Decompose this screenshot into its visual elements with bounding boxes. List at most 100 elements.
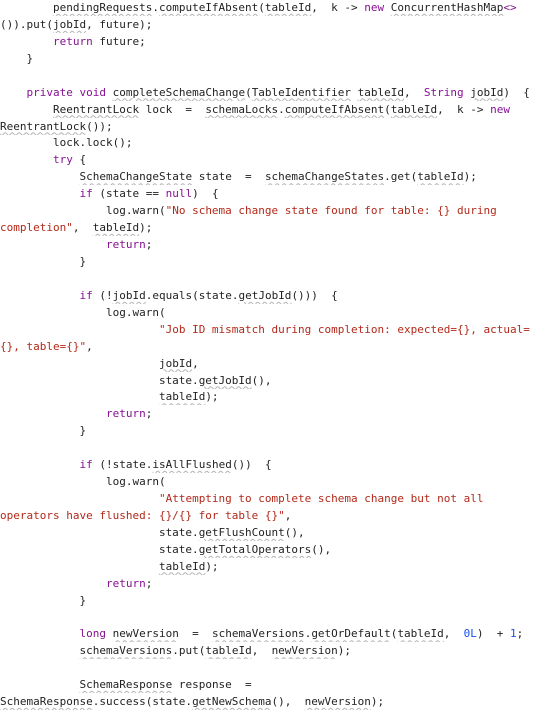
code-token: ) {	[503, 85, 530, 99]
code-line[interactable]: }	[0, 593, 546, 609]
code-token: (	[384, 102, 391, 116]
code-token: lock =	[139, 102, 206, 116]
code-line[interactable]: {}, table={}",	[0, 339, 546, 355]
code-line[interactable]: operators have flushed: {}/{} for table …	[0, 508, 546, 524]
code-token	[0, 357, 159, 370]
code-line[interactable]	[0, 271, 546, 287]
code-token: if	[79, 187, 93, 201]
code-token: ())) {	[291, 288, 338, 302]
code-token: computeIfAbsent	[284, 102, 385, 116]
code-token: 0L	[463, 627, 477, 641]
code-token	[0, 35, 53, 48]
code-line[interactable]: log.warn(	[0, 305, 546, 321]
code-line[interactable]: ReentrantLock lock = schemaLocks.compute…	[0, 102, 546, 118]
code-token: schemaLocks	[205, 102, 279, 116]
code-token: computeIfAbsent	[158, 1, 259, 14]
code-line[interactable]: pendingRequests.computeIfAbsent(tableId,…	[0, 0, 546, 16]
code-token: ());	[86, 119, 113, 133]
code-line[interactable]: schemaVersions.put(tableId, newVersion);	[0, 643, 546, 659]
code-line[interactable]: log.warn(	[0, 474, 546, 490]
code-line[interactable]	[0, 610, 546, 626]
code-token	[0, 644, 79, 657]
code-line[interactable]: state.getJobId(),	[0, 373, 546, 389]
code-line[interactable]	[0, 660, 546, 676]
code-token: void	[79, 85, 106, 99]
code-line[interactable]: SchemaResponse response =	[0, 677, 546, 693]
code-token: "No schema change state found for table:…	[165, 204, 497, 218]
code-line[interactable]: if (!state.isAllFlushed()) {	[0, 457, 546, 473]
code-token: state =	[192, 170, 265, 184]
code-token: }	[0, 254, 87, 268]
code-token: jobId	[158, 356, 193, 370]
code-line[interactable]: try {	[0, 152, 546, 168]
code-token: if	[79, 458, 93, 472]
code-token: =	[178, 627, 212, 641]
code-token: state.	[0, 373, 199, 387]
code-line[interactable]: completion", tableId);	[0, 220, 546, 236]
code-token: SchemaChangeState	[79, 170, 193, 184]
code-line[interactable]: if (!jobId.equals(state.getJobId())) {	[0, 288, 546, 304]
code-token	[0, 560, 159, 573]
code-line[interactable]: long newVersion = schemaVersions.getOrDe…	[0, 626, 546, 642]
code-token: state.	[0, 525, 199, 539]
code-line[interactable]: private void completeSchemaChange(TableI…	[0, 85, 546, 101]
code-line[interactable]: state.getFlushCount(),	[0, 525, 546, 541]
code-token: ReentrantLock	[0, 119, 87, 133]
code-line[interactable]: SchemaResponse.success(state.getNewSchem…	[0, 694, 546, 710]
code-line[interactable]: lock.lock();	[0, 135, 546, 151]
code-line[interactable]: }	[0, 254, 546, 270]
code-token: return	[52, 34, 93, 48]
code-line[interactable]: log.warn("No schema change state found f…	[0, 203, 546, 219]
code-token: }	[0, 424, 87, 438]
code-line[interactable]: "Attempting to complete schema change bu…	[0, 491, 546, 507]
code-token	[0, 238, 106, 251]
code-line[interactable]: "Job ID mismatch during completion: expe…	[0, 322, 546, 338]
code-line[interactable]: return;	[0, 237, 546, 253]
code-token: .equals(state.	[145, 288, 239, 302]
code-line[interactable]: ReentrantLock());	[0, 119, 546, 135]
code-line[interactable]: tableId);	[0, 389, 546, 405]
code-token: ) {	[192, 187, 219, 201]
code-token: lock.lock();	[0, 136, 133, 150]
code-token: log.warn(	[0, 305, 166, 319]
code-token: ) +	[476, 627, 511, 641]
code-token: schemaChangeStates	[264, 170, 385, 184]
code-line[interactable]: state.getTotalOperators(),	[0, 542, 546, 558]
code-line[interactable]: ()).put(jobId, future);	[0, 17, 546, 33]
code-line[interactable]: return;	[0, 576, 546, 592]
code-line[interactable]: SchemaChangeState state = schemaChangeSt…	[0, 169, 546, 185]
code-line[interactable]	[0, 68, 546, 84]
code-token	[106, 627, 113, 640]
code-token	[384, 1, 391, 14]
code-token: tableId	[158, 559, 206, 573]
code-token: tableId	[417, 170, 464, 184]
code-token	[0, 86, 27, 99]
code-token: state.	[0, 542, 199, 556]
code-token: schemaVersions	[211, 627, 305, 641]
code-token: "Job ID mismatch during completion: expe…	[158, 322, 530, 336]
code-token: getTotalOperators	[198, 542, 312, 556]
code-token	[0, 103, 53, 116]
code-token: );	[139, 221, 153, 235]
code-line[interactable]: tableId);	[0, 559, 546, 575]
code-token: tableId	[357, 85, 405, 99]
code-line[interactable]: if (state == null) {	[0, 186, 546, 202]
code-line[interactable]: return;	[0, 406, 546, 422]
code-token: getJobId	[238, 288, 292, 302]
code-token: isAllFlushed	[152, 458, 232, 472]
code-line[interactable]	[0, 440, 546, 456]
code-token: null	[165, 187, 193, 201]
code-token	[0, 678, 79, 691]
code-token: ,	[284, 508, 292, 522]
code-token: {	[72, 153, 87, 167]
code-token: (	[390, 627, 398, 641]
code-line[interactable]: }	[0, 423, 546, 439]
code-token: newVersion	[271, 644, 338, 658]
code-line[interactable]: jobId,	[0, 356, 546, 372]
code-token: completion"	[0, 221, 73, 235]
code-line[interactable]: return future;	[0, 34, 546, 50]
code-line[interactable]: }	[0, 51, 546, 67]
code-token: jobId	[470, 85, 504, 99]
code-token	[0, 323, 159, 336]
